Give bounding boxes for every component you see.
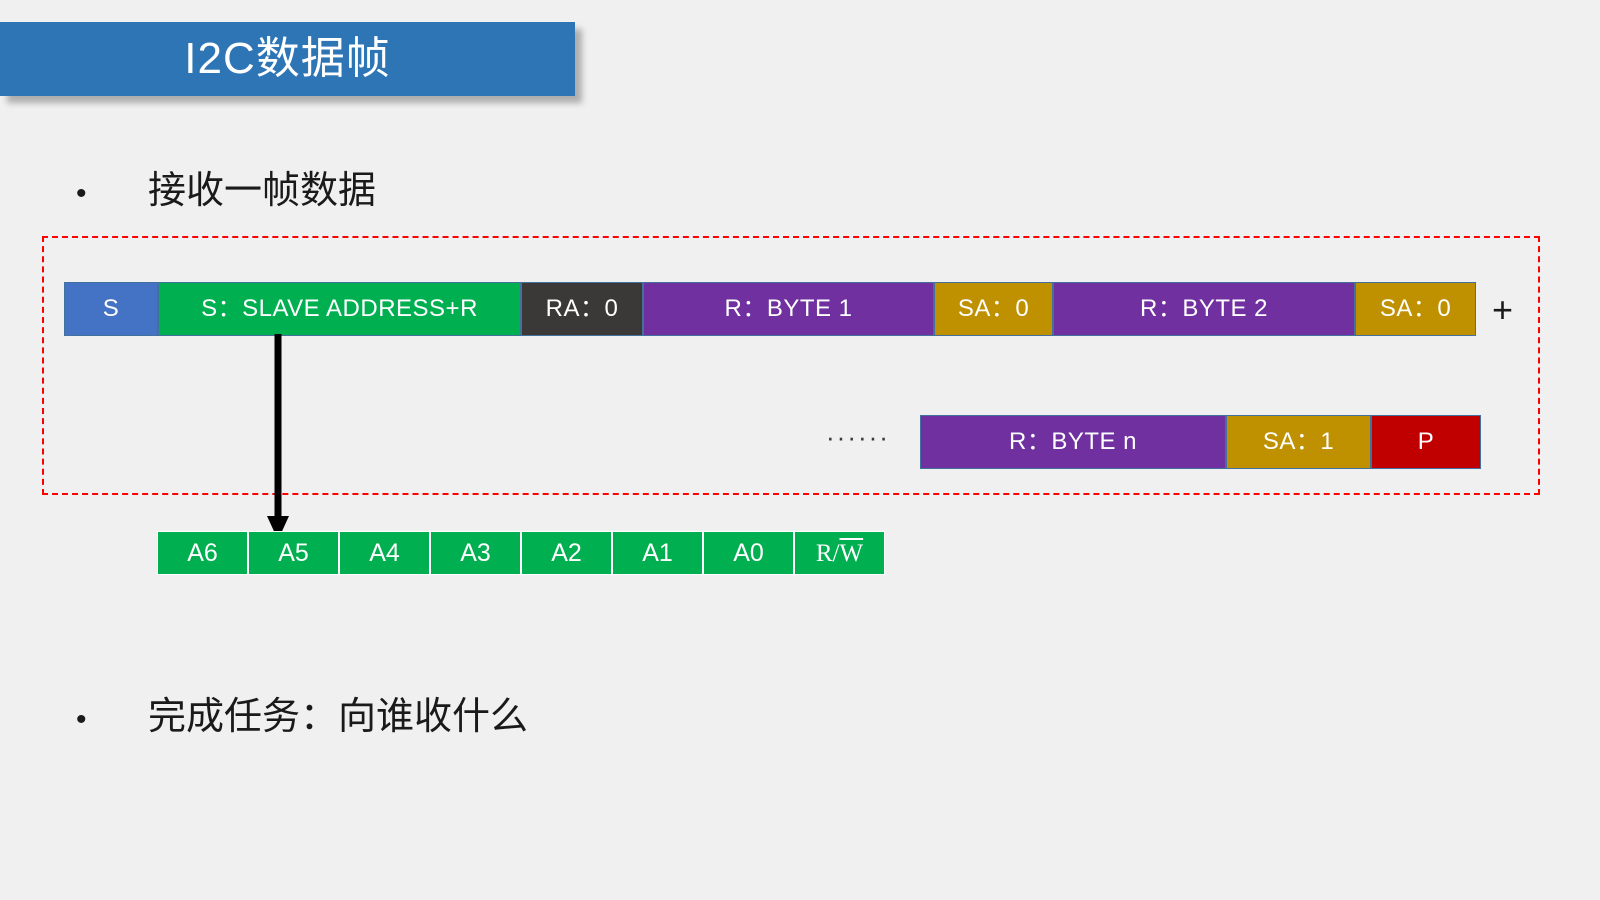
frame-block-stop: P [1371, 415, 1481, 469]
frame-block-sa-1: SA：1 [1226, 415, 1371, 469]
bullet-item-2: • 完成任务：向谁收什么 [76, 698, 528, 736]
frame-block-ra-0: RA：0 [521, 282, 643, 336]
address-bit-a2: A2 [521, 531, 612, 575]
frame-block-byte-2: R：BYTE 2 [1053, 282, 1355, 336]
address-bit-a5: A5 [248, 531, 339, 575]
bullet-text: 接收一帧数据 [148, 170, 377, 212]
address-bit-a3: A3 [430, 531, 521, 575]
address-bit-a4: A4 [339, 531, 430, 575]
frame-block-byte-1: R：BYTE 1 [643, 282, 934, 336]
down-arrow-icon [267, 334, 289, 540]
frame-row-1: S S：SLAVE ADDRESS+R RA：0 R：BYTE 1 SA：0 R… [64, 282, 1476, 336]
rw-prefix: R/ [815, 539, 840, 567]
address-bit-a0: A0 [703, 531, 794, 575]
address-bit-a1: A1 [612, 531, 703, 575]
address-bit-a6: A6 [157, 531, 248, 575]
frame-block-slave-address: S：SLAVE ADDRESS+R [158, 282, 521, 336]
ellipsis-continuation: ······ [826, 422, 890, 452]
rw-overline: W [839, 539, 864, 567]
frame-block-sa-0-second: SA：0 [1355, 282, 1476, 336]
page-title: I2C数据帧 [184, 34, 391, 83]
frame-block-sa-0-first: SA：0 [934, 282, 1053, 336]
frame-row-2: R：BYTE n SA：1 P [920, 415, 1481, 469]
bullet-item-1: • 接收一帧数据 [76, 172, 376, 210]
frame-highlight-region [42, 236, 1540, 495]
title-banner: I2C数据帧 [0, 22, 575, 96]
frame-block-start: S [64, 282, 158, 336]
bullet-marker: • [76, 703, 87, 736]
address-bit-row: A6 A5 A4 A3 A2 A1 A0 R/W [157, 531, 885, 575]
bullet-text: 完成任务：向谁收什么 [148, 696, 529, 738]
address-bit-read-write: R/W [794, 531, 885, 575]
bullet-marker: • [76, 177, 87, 210]
plus-sign: + [1492, 289, 1514, 330]
frame-block-byte-n: R：BYTE n [920, 415, 1226, 469]
